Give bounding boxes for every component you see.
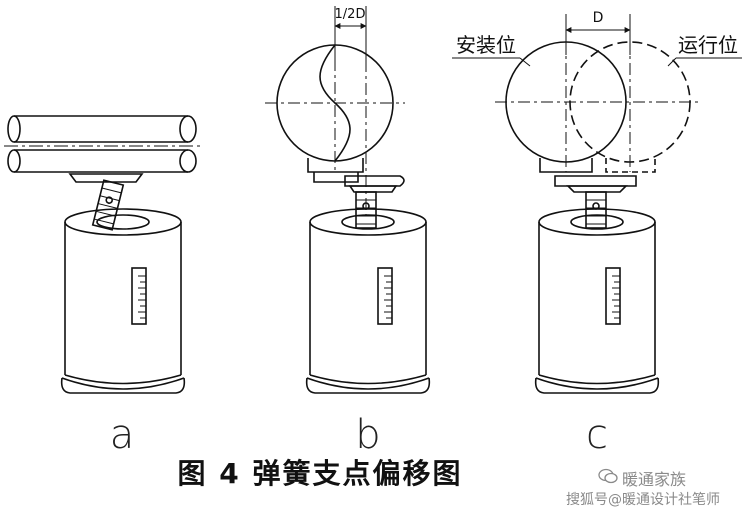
- slide-plate-c: [554, 175, 637, 187]
- pipe-shoe-b: [307, 158, 364, 173]
- figure-caption: 图 4 弹簧支点偏移图: [177, 457, 463, 490]
- scale-window-b: [377, 267, 393, 325]
- dimension-half-d-label: 1/2D: [335, 7, 366, 22]
- load-plate-a: [68, 173, 144, 183]
- scale-window-c: [605, 267, 621, 325]
- rod-c: [585, 191, 607, 229]
- panel-c: [452, 14, 742, 394]
- slide-plate-b: [344, 175, 405, 187]
- panel-label-a: a: [110, 412, 135, 458]
- watermark-source: 搜狐号@暖通设计社笔师: [566, 492, 720, 508]
- panel-label-c: c: [586, 412, 608, 458]
- scale-window-a: [131, 267, 147, 325]
- dimension-half-d: [334, 6, 367, 60]
- spring-can-b: [305, 208, 431, 394]
- panel-b: [265, 6, 431, 394]
- run-position-label: 运行位: [678, 33, 738, 57]
- spring-can-a: [60, 208, 186, 394]
- wechat-bubble-icon: [598, 468, 618, 484]
- spring-can-c: [534, 208, 660, 394]
- pipe-shoe-install: [539, 158, 593, 173]
- panel-label-b: b: [355, 412, 380, 458]
- install-position-label: 安装位: [456, 33, 516, 57]
- panel-a: [4, 115, 202, 394]
- tilted-rod: [91, 179, 125, 231]
- watermark-brand: 暖通家族: [622, 470, 687, 489]
- dimension-d-label: D: [593, 10, 604, 26]
- pipe-pair: [4, 115, 202, 173]
